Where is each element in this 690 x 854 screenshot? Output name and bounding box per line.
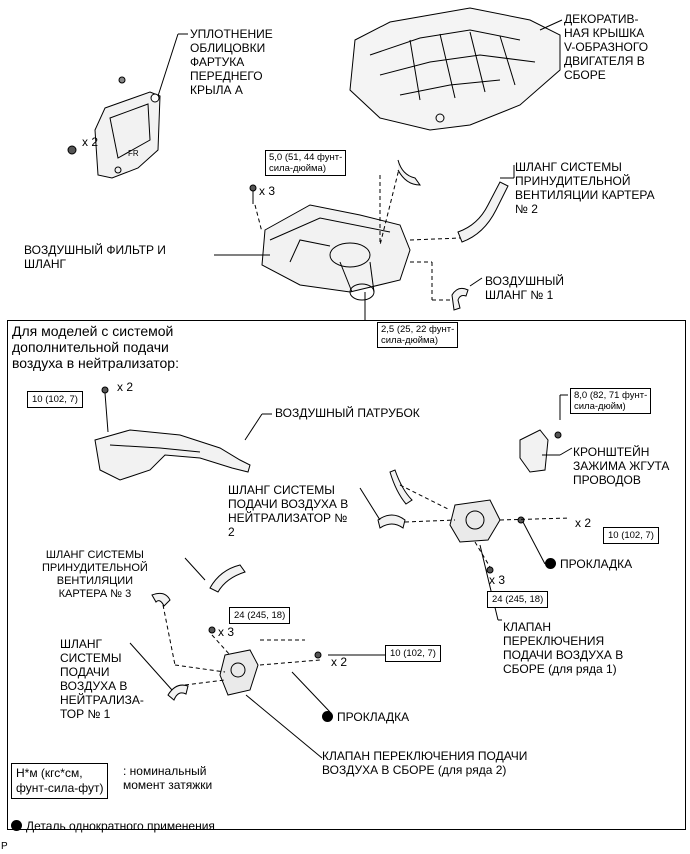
label-air-injection-hose-2: ШЛАНГ СИСТЕМЫ ПОДАЧИ ВОЗДУХА В НЕЙТРАЛИЗ…	[228, 483, 349, 539]
qty-x2-valve2: x 2	[331, 655, 348, 669]
label-valve-bank2: КЛАПАН ПЕРЕКЛЮЧЕНИЯ ПОДАЧИ ВОЗДУХА В СБО…	[322, 749, 528, 777]
qty-x2-duct: x 2	[117, 380, 134, 394]
torque-box-2: 2,5 (25, 22 фунт- сила-дюйма)	[377, 322, 459, 348]
label-air-duct: ВОЗДУШНЫЙ ПАТРУБОК	[275, 406, 420, 420]
engine-cover-part	[349, 7, 561, 131]
air-filter-part	[249, 184, 411, 301]
single-use-dot-icon	[11, 820, 22, 831]
label-valve-bank1: КЛАПАН ПЕРЕКЛЮЧЕНИЯ ПОДАЧИ ВОЗДУХА В СБО…	[503, 620, 624, 676]
torque-box-7: 24 (245, 18)	[229, 607, 291, 624]
legend-single-use: Деталь однократного применения	[11, 819, 215, 833]
torque-box-3: 10 (102, 7)	[27, 391, 83, 408]
torque-box-4: 8,0 (82, 71 фунт- сила-дюйм)	[570, 388, 652, 414]
torque-box-1: 5,0 (51, 44 фунт- сила-дюйма)	[265, 150, 347, 176]
label-fender-seal: УПЛОТНЕНИЕ ОБЛИЦОВКИ ФАРТУКА ПЕРЕДНЕГО К…	[190, 27, 273, 97]
label-engine-cover: ДЕКОРАТИВ- НАЯ КРЫШКА V-ОБРАЗНОГО ДВИГАТ…	[564, 12, 649, 82]
single-use-dot-icon	[322, 711, 333, 722]
label-harness-bracket: КРОНШТЕЙН ЗАЖИМА ЖГУТА ПРОВОДОВ	[573, 445, 670, 487]
gasket-label-2: ПРОКЛАДКА	[322, 710, 409, 724]
label-air-injection-hose-1: ШЛАНГ СИСТЕМЫ ПОДАЧИ ВОЗДУХА В НЕЙТРАЛИЗ…	[60, 637, 144, 721]
section-title: Для моделей с системой дополнительной по…	[12, 323, 179, 371]
qty-x3-valve2: x 3	[218, 625, 235, 639]
gasket-label-1: ПРОКЛАДКА	[545, 557, 632, 571]
label-pcv-hose-3: ШЛАНГ СИСТЕМЫ ПРИНУДИТЕЛЬНОЙ ВЕНТИЛЯЦИИ …	[42, 549, 148, 600]
torque-box-5: 10 (102, 7)	[603, 527, 659, 544]
torque-box-8: 10 (102, 7)	[385, 645, 441, 662]
qty-x2-fender: x 2	[82, 135, 99, 149]
label-air-filter: ВОЗДУШНЫЙ ФИЛЬТР И ШЛАНГ	[24, 243, 166, 271]
legend-torque-units: Н*м (кгс*см, фунт-сила-фут)	[11, 763, 109, 799]
page-mark: P	[1, 841, 8, 852]
qty-x2-valve1: x 2	[575, 516, 592, 530]
air-duct-part	[94, 386, 251, 481]
fr-mark: FR	[128, 149, 139, 158]
fender-seal-part	[67, 76, 161, 179]
label-pcv-hose-2: ШЛАНГ СИСТЕМЫ ПРИНУДИТЕЛЬНОЙ ВЕНТИЛЯЦИИ …	[515, 160, 655, 216]
air-injection-section-frame	[7, 320, 686, 830]
qty-x3-valve1: x 3	[489, 573, 506, 587]
valve-bank2-part	[208, 626, 322, 696]
single-use-dot-icon	[545, 558, 556, 569]
torque-box-6: 24 (245, 18)	[487, 591, 549, 608]
legend-torque-desc: : номинальный момент затяжки	[123, 764, 213, 792]
valve-bank1-part	[449, 499, 525, 574]
label-air-hose-1: ВОЗДУШНЫЙ ШЛАНГ № 1	[485, 274, 564, 302]
qty-x3-filter: x 3	[259, 184, 276, 198]
